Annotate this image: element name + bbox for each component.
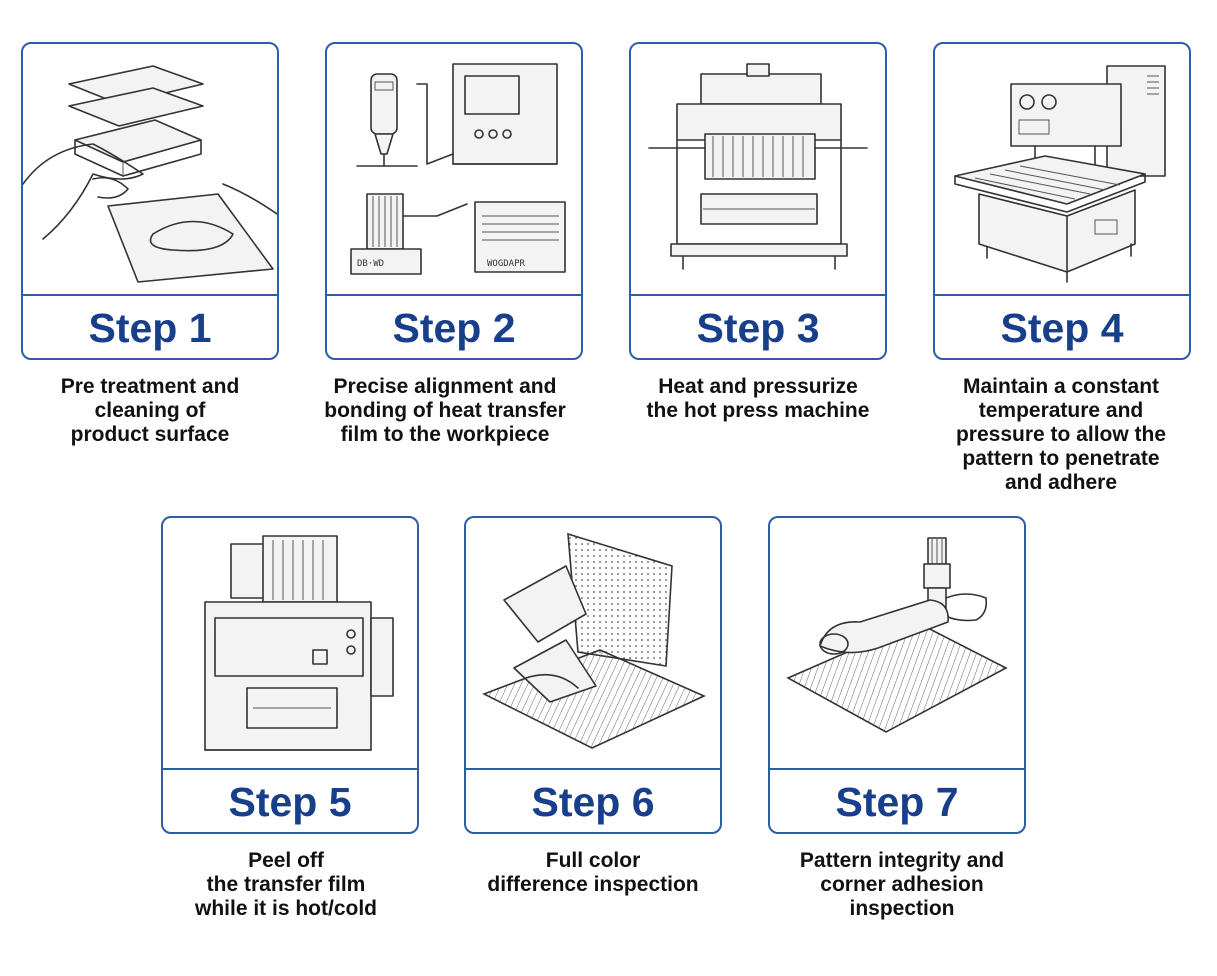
svg-text:WOGDAPR: WOGDAPR [487,259,526,269]
step-4-label: Step 4 [1000,304,1124,351]
step-2-description: Precise alignment and bonding of heat tr… [324,375,566,446]
step-5-label: Step 5 [228,778,352,825]
step-6-illustration [466,518,720,770]
step-2-illustration: DB·WD WOGDAPR [327,44,581,296]
step-7-description: Pattern integrity and corner adhesion in… [799,849,1005,920]
svg-text:DB·WD: DB·WD [357,259,384,269]
peel-off-machine-icon [204,535,394,751]
step-1-description: Pre treatment and cleaning of product su… [60,375,240,446]
step-card-6: Step 6 [464,516,722,834]
alignment-bonding-machine-icon: DB·WD WOGDAPR [350,63,566,275]
step-6-label: Step 6 [531,778,655,825]
press-machine-with-bed-icon [954,65,1166,283]
step-card-4: Step 4 [933,42,1191,360]
step-card-2: DB·WD WOGDAPR Step 2 [325,42,583,360]
step-6-description: Full color difference inspection [487,849,699,896]
color-inspection-sheets-icon [482,532,706,749]
step-3-description: Heat and pressurize the hot press machin… [646,375,870,422]
step-5-description: Peel off the transfer film while it is h… [194,849,377,920]
step-1-label: Step 1 [88,304,212,351]
step-2-label: Step 2 [392,304,516,351]
step-card-3: Step 3 [629,42,887,360]
step-7-label: Step 7 [835,778,959,825]
step-4-illustration [935,44,1189,296]
adhesion-inspection-roller-icon [786,537,1008,733]
step-4-description: Maintain a constant temperature and pres… [955,375,1167,494]
step-3-label: Step 3 [696,304,820,351]
hot-press-machine-icon [648,63,868,270]
step-7-illustration [770,518,1024,770]
hands-cleaning-sheet-icon [23,65,277,283]
step-3-illustration [631,44,885,296]
step-card-5: Step 5 [161,516,419,834]
step-card-1: Step 1 [21,42,279,360]
step-card-7: Step 7 [768,516,1026,834]
step-1-illustration [23,44,277,296]
step-5-illustration [163,518,417,770]
